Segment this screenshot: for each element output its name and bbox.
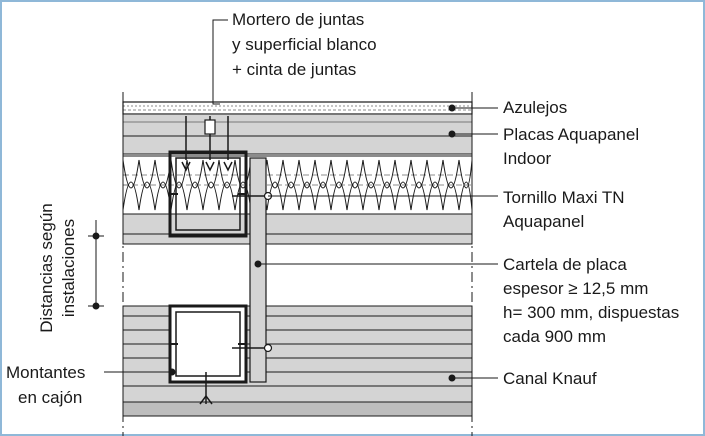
label-mortero-3: + cinta de juntas [232, 60, 356, 79]
label-distancias-group: Distancias según instalaciones [37, 203, 78, 332]
label-cartela-3: h= 300 mm, dispuestas [503, 303, 679, 322]
label-cartela-2: espesor ≥ 12,5 mm [503, 279, 648, 298]
label-cartela-4: cada 900 mm [503, 327, 606, 346]
label-placas-1: Placas Aquapanel [503, 125, 639, 144]
cartela-plate [249, 157, 267, 383]
label-montantes-2: en cajón [18, 388, 82, 407]
upper-stud-box [168, 150, 248, 238]
label-canal: Canal Knauf [503, 369, 597, 388]
label-placas-2: Indoor [503, 149, 552, 168]
top-boards [122, 113, 473, 155]
lower-stud-box [168, 304, 248, 384]
label-distancias-1: Distancias según [37, 203, 56, 332]
label-cartela-1: Cartela de placa [503, 255, 627, 274]
tile-layer [122, 101, 473, 115]
label-tornillo-1: Tornillo Maxi TN [503, 188, 625, 207]
leader-lines [88, 19, 498, 382]
label-azulejos: Azulejos [503, 98, 567, 117]
screws [181, 116, 272, 405]
insulation-layer [122, 155, 473, 215]
label-tornillo-2: Aquapanel [503, 212, 584, 231]
label-mortero-1: Mortero de juntas [232, 10, 364, 29]
label-distancias-2: instalaciones [59, 219, 78, 317]
label-mortero-2: y superficial blanco [232, 35, 377, 54]
label-montantes-1: Montantes [6, 363, 85, 382]
joint-mortar-marker [204, 119, 216, 135]
